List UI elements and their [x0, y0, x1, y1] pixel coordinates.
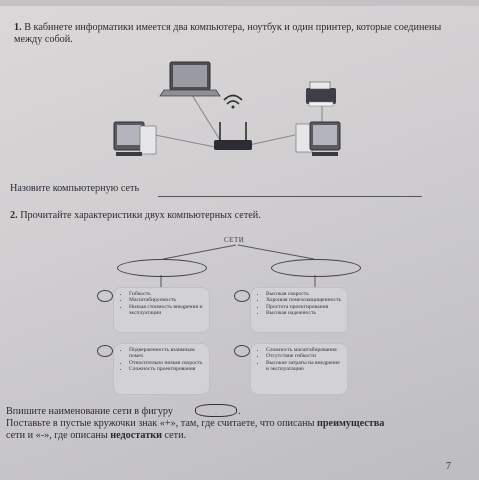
task-instruction-2: Поставьте в пустые кружочки знак «+», та… — [6, 418, 466, 441]
question-1-number: 1. — [14, 22, 22, 33]
task-line-1: Впишите наименование сети в фигуру — [6, 406, 173, 417]
characteristics-card-2: Высокая скорость Хорошая помехозащищенно… — [250, 287, 348, 333]
task-line-2-start: Поставьте в пустые кружочки знак «+», та… — [6, 418, 318, 429]
task-line-3-end: сети. — [161, 429, 187, 441]
question-1-text: В кабинете информатики имеется два компь… — [14, 22, 442, 45]
question-1: 1. В кабинете информатики имеется два ко… — [14, 22, 454, 46]
network-name-oval-right[interactable] — [271, 259, 361, 277]
card-3-item: Подверженность взаимным помех — [129, 347, 206, 360]
task-line-3-start: сети и «-», где описаны — [6, 429, 111, 441]
card-2-item: Хорошая помехозащищенность — [266, 297, 344, 303]
task-instruction-1: Впишите наименование сети в фигуру — [6, 406, 173, 417]
printer-icon — [306, 81, 336, 107]
card-1-item: Гибкость — [129, 291, 206, 297]
network-diagram — [113, 61, 341, 156]
inline-shape-oval — [195, 404, 237, 417]
network-name-oval-left[interactable] — [117, 259, 207, 277]
card-4-item: Отсутствие гибкости — [266, 353, 344, 359]
card-1-item: Низкая стоимость внедрения и эксплуатаци… — [129, 304, 206, 317]
card-3-item: Сложность проектирования — [129, 366, 206, 372]
page-number: 7 — [446, 461, 451, 472]
answer-line[interactable] — [158, 196, 422, 197]
characteristics-card-3: Подверженность взаимным помех Относитель… — [113, 343, 210, 395]
card-2-item: Высокая надежность — [266, 310, 344, 316]
question-2-number: 2. — [10, 210, 18, 221]
question-2-text: Прочитайте характеристики двух компьютер… — [20, 210, 261, 221]
answer-circle-3[interactable] — [97, 345, 113, 357]
laptop-icon — [159, 61, 221, 97]
card-2-item: Простота проектирования — [266, 304, 344, 310]
task-line-2-bold: преимущества — [317, 418, 385, 429]
tree-root-label: СЕТИ — [224, 236, 245, 244]
name-network-prompt: Назовите компьютерную сеть — [10, 183, 140, 194]
wifi-router-icon — [214, 94, 252, 150]
card-3-item: Относительно низкая скорость — [129, 360, 206, 366]
card-1-item: Масштабируемость — [129, 297, 206, 303]
task-line-1-end: . — [238, 406, 241, 417]
question-2: 2. Прочитайте характеристики двух компью… — [10, 210, 261, 221]
page-top-edge — [0, 0, 479, 6]
card-4-item: Сложность масштабирования — [266, 347, 344, 353]
task-line-3-bold: недостатки — [110, 429, 162, 441]
answer-circle-4[interactable] — [234, 345, 250, 357]
card-2-item: Высокая скорость — [266, 291, 344, 297]
computer-right-icon — [295, 121, 341, 156]
answer-circle-1[interactable] — [97, 290, 113, 302]
answer-circle-2[interactable] — [234, 290, 250, 302]
characteristics-card-4: Сложность масштабирования Отсутствие гиб… — [250, 343, 348, 395]
card-4-item: Высокие затраты на внедрение и эксплуата… — [266, 360, 344, 373]
computer-left-icon — [113, 121, 157, 156]
characteristics-card-1: Гибкость Масштабируемость Низкая стоимос… — [113, 287, 210, 333]
